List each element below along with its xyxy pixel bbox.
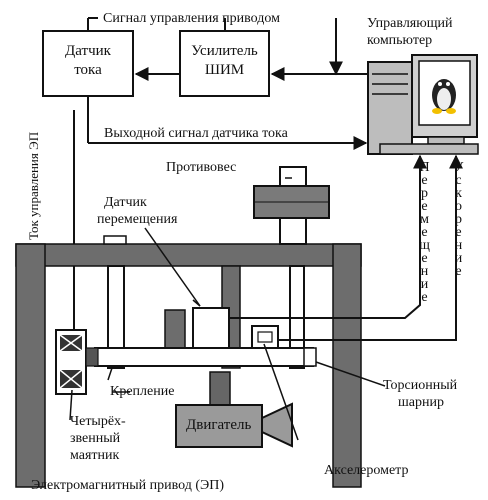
computer-label-line1: Управляющий xyxy=(367,16,453,31)
control-signal-label: Сигнал управления приводом xyxy=(103,11,280,26)
pendulum-label-line1: Четырёх- xyxy=(70,414,126,429)
computer-icon xyxy=(367,54,479,155)
current-output-label: Выходной сигнал датчика тока xyxy=(104,126,288,141)
displacement-vertical-label: Перемещение xyxy=(416,160,432,308)
counterweight-label: Противовес xyxy=(166,160,237,175)
displacement-sensor xyxy=(164,309,186,351)
motor-label: Двигатель xyxy=(186,417,252,433)
displacement-sensor-label-line1: Датчик xyxy=(104,195,147,210)
support-frame xyxy=(15,243,362,488)
acceleration-vertical-text: Ускорение xyxy=(451,160,466,277)
motor-icon xyxy=(175,371,293,448)
displacement-sensor-label-line2: перемещения xyxy=(97,212,178,227)
current-sensor-label-line1: Датчик xyxy=(65,43,111,59)
current-sensor-label-line2: тока xyxy=(74,62,102,78)
torsion-hinge xyxy=(303,347,317,367)
pendulum-label-line2: звенный xyxy=(70,431,121,446)
mount-label: Крепление xyxy=(110,384,175,399)
current-sensor-box xyxy=(42,30,134,97)
penguin-logo-icon xyxy=(432,79,456,114)
pwm-amplifier-label-line1: Усилитель xyxy=(191,43,258,59)
pendulum-label-line3: маятник xyxy=(70,448,120,463)
accelerometer-label: Акселерометр xyxy=(324,463,409,478)
pwm-amplifier-label-line2: ШИМ xyxy=(204,62,245,78)
counterweight-assembly xyxy=(253,166,330,245)
acceleration-vertical-label: Ускорение xyxy=(450,160,466,282)
current-control-label: Ток управления ЭП xyxy=(26,131,41,240)
torsion-hinge-label-line2: шарнир xyxy=(398,395,444,410)
torsion-hinge-label-line1: Торсионный xyxy=(383,378,458,393)
em-drive-label: Электромагнитный привод (ЭП) xyxy=(31,478,225,493)
displacement-vertical-text: Перемещение xyxy=(417,160,432,303)
pwm-amplifier-box xyxy=(179,30,270,97)
electromagnetic-drive xyxy=(55,329,99,395)
computer-label-line2: компьютер xyxy=(367,33,433,48)
